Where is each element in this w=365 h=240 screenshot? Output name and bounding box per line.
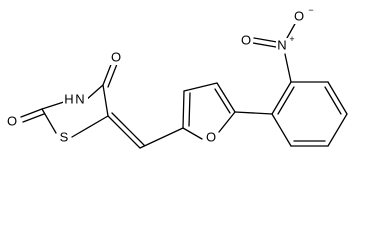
charge-n-plus: + [289, 34, 294, 44]
bond-fc2-fc3-double-1 [182, 90, 185, 129]
bond-p3-p4 [327, 81, 348, 115]
methylidene-bridge [107, 112, 184, 149]
bond-s1-c5 [71, 115, 109, 138]
bond-fc4-fc5-double-2 [214, 88, 231, 114]
bond-p3-p4-inner [324, 86, 342, 115]
bond-n-o-single [286, 21, 297, 39]
bond-ch-furan-c2 [139, 127, 184, 149]
bond-p1-p2 [271, 81, 292, 115]
nitro-group [252, 21, 297, 83]
atom-o-furan: O [206, 130, 216, 145]
bond-furan-phenyl [234, 111, 273, 115]
bond-c4-o-double-2 [107, 63, 118, 88]
charge-o-minus: − [308, 5, 313, 15]
atom-n-imide: N [75, 92, 84, 107]
atom-o-nitro-right: O [294, 9, 304, 24]
bond-n-o-double-2 [253, 37, 278, 43]
atom-n-nitro: N [277, 38, 286, 53]
bond-n-o-double-1 [252, 42, 277, 48]
bond-fc3-fc4 [183, 82, 218, 92]
bond-c2-o-double-1 [20, 108, 43, 118]
atom-o-nitro-left: O [241, 33, 251, 48]
bond-c4-c5 [102, 84, 109, 117]
bond-c4-o-double-1 [102, 61, 113, 86]
furan-ring [182, 82, 236, 140]
bond-fc4-fc5-double-1 [216, 82, 236, 113]
bond-o-fc2 [182, 127, 203, 140]
bond-p1-p2-inner [277, 86, 295, 115]
atom-s-ring: S [60, 130, 69, 145]
phenyl-ring [271, 81, 348, 147]
atom-o-carbonyl-left: O [7, 114, 17, 129]
bond-c4-n3 [85, 84, 104, 101]
bond-c5-ch-double-2 [111, 112, 145, 146]
atom-o-carbonyl-top: O [111, 50, 121, 65]
atom-h-imide: H [64, 92, 73, 107]
bond-c5-ch-double-1 [107, 115, 141, 149]
bond-c2-o-double-2 [22, 113, 45, 123]
molecule-structure: O H N O S O N + O O − [6, 5, 348, 149]
bond-c2-s1 [41, 108, 57, 134]
atom-labels: O H N O S O N + O O − [6, 5, 314, 145]
bond-p4-p5 [327, 113, 348, 147]
bond-phenyl-n [284, 53, 292, 83]
bond-fc5-o [218, 111, 236, 133]
bond-fc2-fc3-double-2 [188, 92, 191, 127]
bond-p6-p1 [271, 113, 292, 147]
